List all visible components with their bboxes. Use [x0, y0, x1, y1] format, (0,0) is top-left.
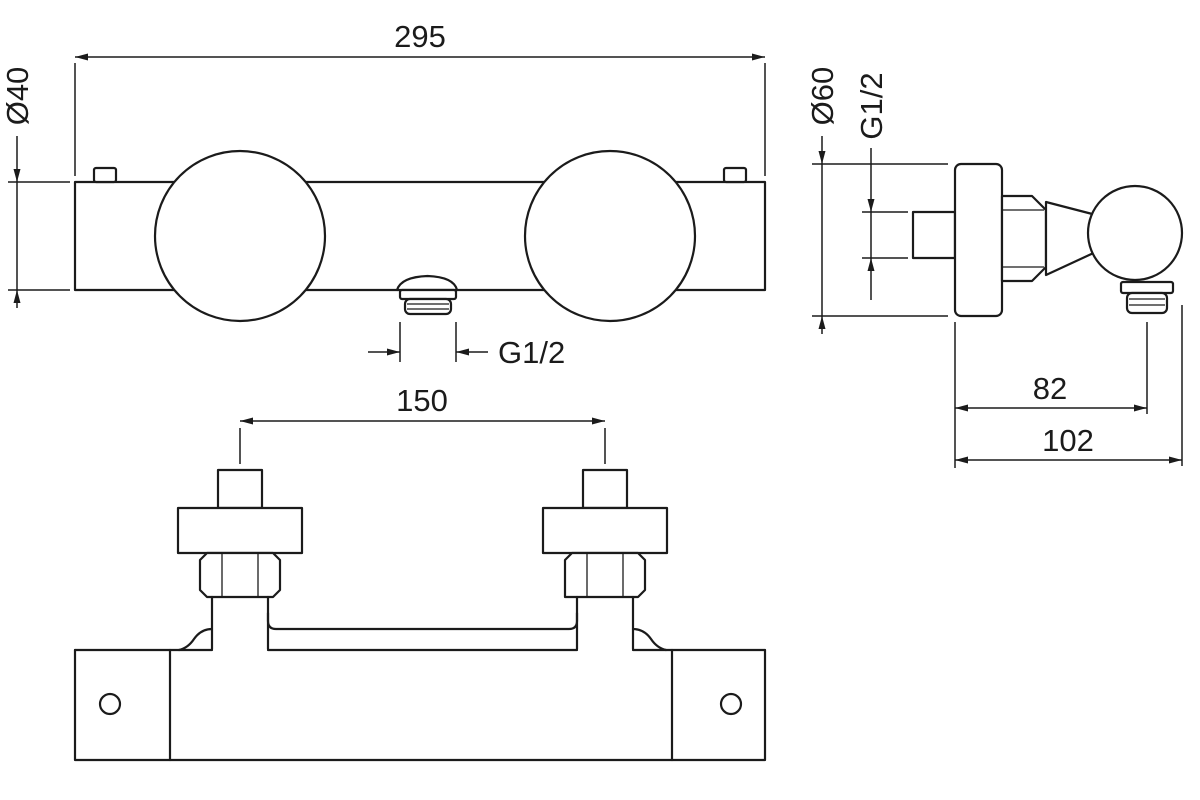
right-connector-nut	[563, 551, 647, 599]
button-right	[722, 166, 748, 184]
dimension-escutcheon-diameter: Ø60	[805, 67, 948, 334]
body-bar-outline	[73, 648, 767, 762]
right-body-transition	[631, 627, 668, 652]
plan-view	[73, 468, 767, 762]
dim-label-body-diameter: Ø40	[0, 67, 35, 126]
dim-label-overall-width: 295	[394, 19, 446, 54]
handle-left	[153, 149, 327, 323]
right-connector-flange	[541, 506, 669, 555]
button-left	[92, 166, 118, 184]
left-body-transition	[177, 627, 214, 652]
escutcheon-plate	[953, 162, 1004, 318]
dimension-overall-width: 295	[74, 19, 766, 176]
left-connector-flange	[176, 506, 304, 555]
dimension-connection-centers: 150	[239, 383, 606, 464]
left-mounting-hole	[98, 692, 122, 716]
outlet-dome	[395, 274, 459, 292]
wall-inlet-connector	[911, 210, 957, 260]
dimension-body-diameter: Ø40	[0, 67, 70, 308]
mounting-nut	[1000, 194, 1048, 283]
right-mounting-hole	[719, 692, 743, 716]
left-connector-nut	[198, 551, 282, 599]
front-view	[73, 149, 767, 323]
dim-label-escutcheon-diameter: Ø60	[805, 67, 840, 126]
handle-right	[523, 149, 697, 323]
outlet-flange	[398, 288, 458, 301]
dim-label-connection-centers: 150	[396, 383, 448, 418]
side-outlet-flange	[1119, 280, 1175, 295]
dimension-inlet-thread: G1/2	[854, 72, 908, 300]
right-connector-stem	[581, 468, 629, 510]
outlet-thread-nipple	[403, 297, 453, 316]
left-connector-stem	[216, 468, 264, 510]
body-ridge	[266, 611, 579, 631]
dimension-wall-to-outlet: 82	[954, 322, 1148, 468]
dimension-outlet-thread: G1/2	[368, 322, 565, 370]
dim-label-inlet-thread: G1/2	[854, 72, 889, 139]
side-view	[911, 162, 1184, 318]
dim-label-wall-to-outlet: 82	[1033, 371, 1067, 406]
dimension-overall-depth: 102	[955, 305, 1183, 466]
side-outlet-thread	[1125, 291, 1169, 315]
dim-label-outlet-thread: G1/2	[498, 335, 565, 370]
handle-end-view	[1086, 184, 1184, 282]
dim-label-overall-depth: 102	[1042, 423, 1094, 458]
